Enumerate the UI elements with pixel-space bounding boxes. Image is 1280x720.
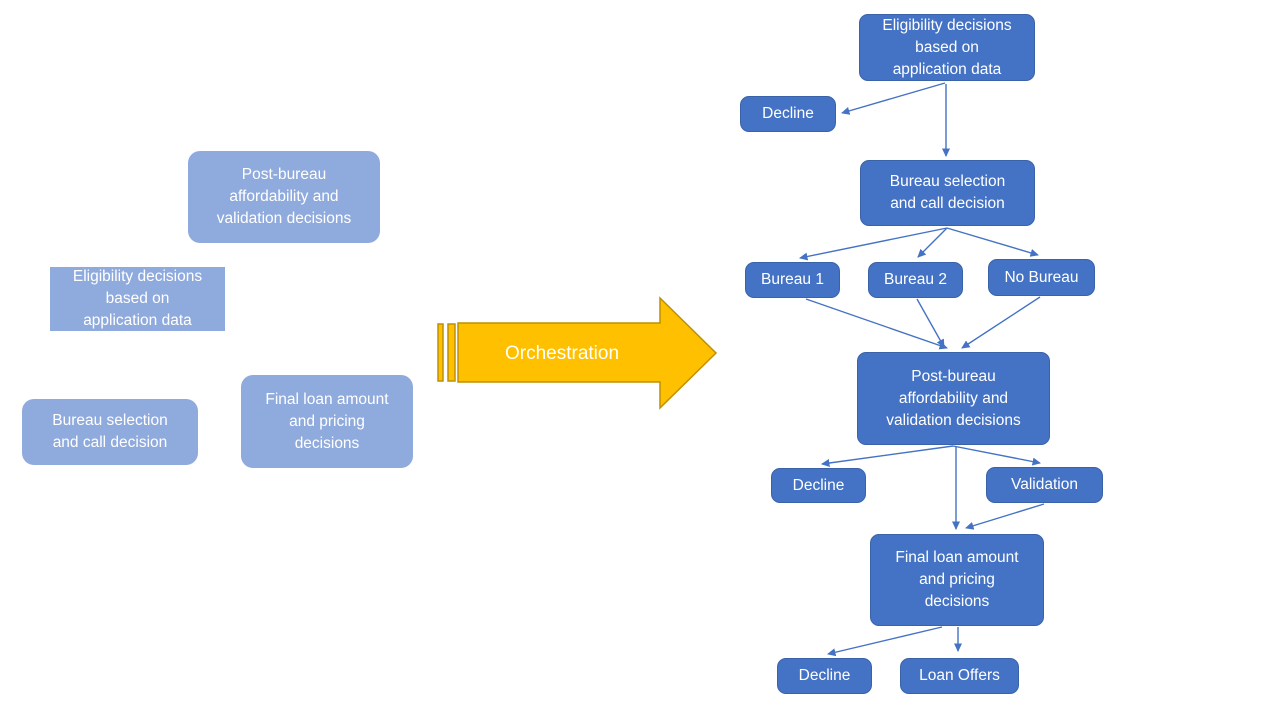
- node-validation: Validation: [986, 467, 1103, 503]
- connector-bureau-selection-bureau-2: [917, 227, 948, 258]
- orchestration-arrow-bar-2: [447, 323, 456, 382]
- node-post-bureau: Post-bureau affordability and validation…: [857, 352, 1050, 445]
- node-bureau-1: Bureau 1: [745, 262, 840, 298]
- connector-bureau-1-post-bureau: [805, 298, 948, 350]
- node-loan-offers: Loan Offers: [900, 658, 1019, 694]
- left-box-final-loan: Final loan amount and pricing decisions: [241, 375, 413, 468]
- connector-final-loan-decline-3: [827, 626, 943, 657]
- connector-validation-final-loan: [965, 503, 1045, 530]
- orchestration-label: Orchestration: [504, 343, 620, 364]
- node-bureau-selection: Bureau selection and call decision: [860, 160, 1035, 226]
- connector-eligibility-decline-1: [841, 82, 946, 115]
- node-final-loan: Final loan amount and pricing decisions: [870, 534, 1044, 626]
- connector-no-bureau-post-bureau: [961, 296, 1041, 349]
- node-eligibility: Eligibility decisions based on applicati…: [859, 14, 1035, 81]
- orchestration-arrow-bar-1: [437, 323, 444, 382]
- left-box-post-bureau: Post-bureau affordability and validation…: [188, 151, 380, 243]
- node-no-bureau: No Bureau: [988, 259, 1095, 296]
- node-decline-2: Decline: [771, 468, 866, 503]
- left-box-eligibility: Eligibility decisions based on applicati…: [50, 267, 225, 331]
- connector-post-bureau-decline-2: [821, 445, 954, 467]
- connector-bureau-2-post-bureau: [916, 298, 945, 348]
- node-decline-1: Decline: [740, 96, 836, 132]
- node-decline-3: Decline: [777, 658, 872, 694]
- node-bureau-2: Bureau 2: [868, 262, 963, 298]
- left-box-bureau-selection: Bureau selection and call decision: [22, 399, 198, 465]
- connector-post-bureau-validation: [952, 445, 1041, 466]
- connector-bureau-selection-no-bureau: [946, 227, 1039, 257]
- connector-bureau-selection-bureau-1: [799, 227, 948, 261]
